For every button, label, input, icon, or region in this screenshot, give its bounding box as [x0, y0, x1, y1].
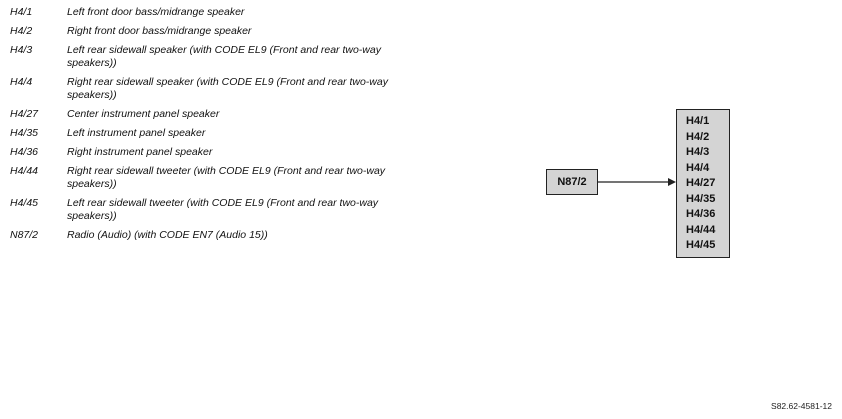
speaker-code: H4/35 — [686, 192, 716, 205]
speaker-code: H4/27 — [686, 177, 716, 189]
legend-row: N87/2 Radio (Audio) (with CODE EN7 (Audi… — [10, 229, 420, 242]
speaker-code: H4/1 — [686, 115, 710, 127]
legend-row: H4/3 Left rear sidewall speaker (with CO… — [10, 44, 420, 70]
legend-description: Left rear sidewall speaker (with CODE EL… — [67, 44, 381, 69]
speaker-code: H4/4 — [686, 161, 710, 174]
legend-description: Right front door bass/midrange speaker — [67, 25, 252, 37]
legend-row: H4/44 Right rear sidewall tweeter (with … — [10, 165, 420, 191]
legend-description: Left rear sidewall tweeter (with CODE EL… — [67, 197, 379, 222]
document-reference-code: S82.62-4581-12 — [771, 401, 832, 411]
signal-arrow — [598, 178, 676, 186]
legend-description: Left instrument panel speaker — [67, 127, 206, 139]
legend-code: H4/4 — [10, 76, 33, 88]
component-legend: H4/1 Left front door bass/midrange speak… — [10, 6, 420, 248]
legend-description: Center instrument panel speaker — [67, 108, 220, 120]
legend-description: Radio (Audio) (with CODE EN7 (Audio 15)) — [67, 229, 268, 241]
legend-code: H4/2 — [10, 25, 33, 37]
legend-row: H4/2 Right front door bass/midrange spea… — [10, 25, 420, 38]
legend-code: H4/36 — [10, 146, 39, 158]
legend-description: Right rear sidewall speaker (with CODE E… — [67, 76, 388, 101]
speaker-code: H4/44 — [686, 223, 716, 236]
legend-row: H4/45 Left rear sidewall tweeter (with C… — [10, 197, 420, 223]
legend-row: H4/1 Left front door bass/midrange speak… — [10, 6, 420, 19]
legend-description: Right instrument panel speaker — [67, 146, 213, 158]
legend-row: H4/27 Center instrument panel speaker — [10, 108, 420, 121]
legend-code: H4/3 — [10, 44, 33, 56]
speaker-code: H4/2 — [686, 130, 710, 143]
legend-row: H4/36 Right instrument panel speaker — [10, 146, 420, 159]
legend-description: Right rear sidewall tweeter (with CODE E… — [67, 165, 386, 190]
legend-code: H4/35 — [10, 127, 39, 139]
legend-row: H4/35 Left instrument panel speaker — [10, 127, 420, 140]
legend-code: H4/27 — [10, 108, 39, 120]
legend-code: N87/2 — [10, 229, 39, 241]
legend-code: H4/1 — [10, 6, 33, 18]
speaker-code: H4/36 — [686, 208, 716, 220]
speaker-code: H4/45 — [686, 239, 716, 251]
legend-code: H4/45 — [10, 197, 39, 209]
radio-component-box: N87/2 — [546, 169, 598, 195]
speaker-code: H4/3 — [686, 146, 710, 158]
legend-code: H4/44 — [10, 165, 39, 177]
legend-description: Left front door bass/midrange speaker — [67, 6, 245, 18]
speaker-components-box: H4/1 H4/2 H4/3 H4/4 H4/27 H4/35 H4/36 H4… — [676, 109, 730, 258]
legend-row: H4/4 Right rear sidewall speaker (with C… — [10, 76, 420, 102]
